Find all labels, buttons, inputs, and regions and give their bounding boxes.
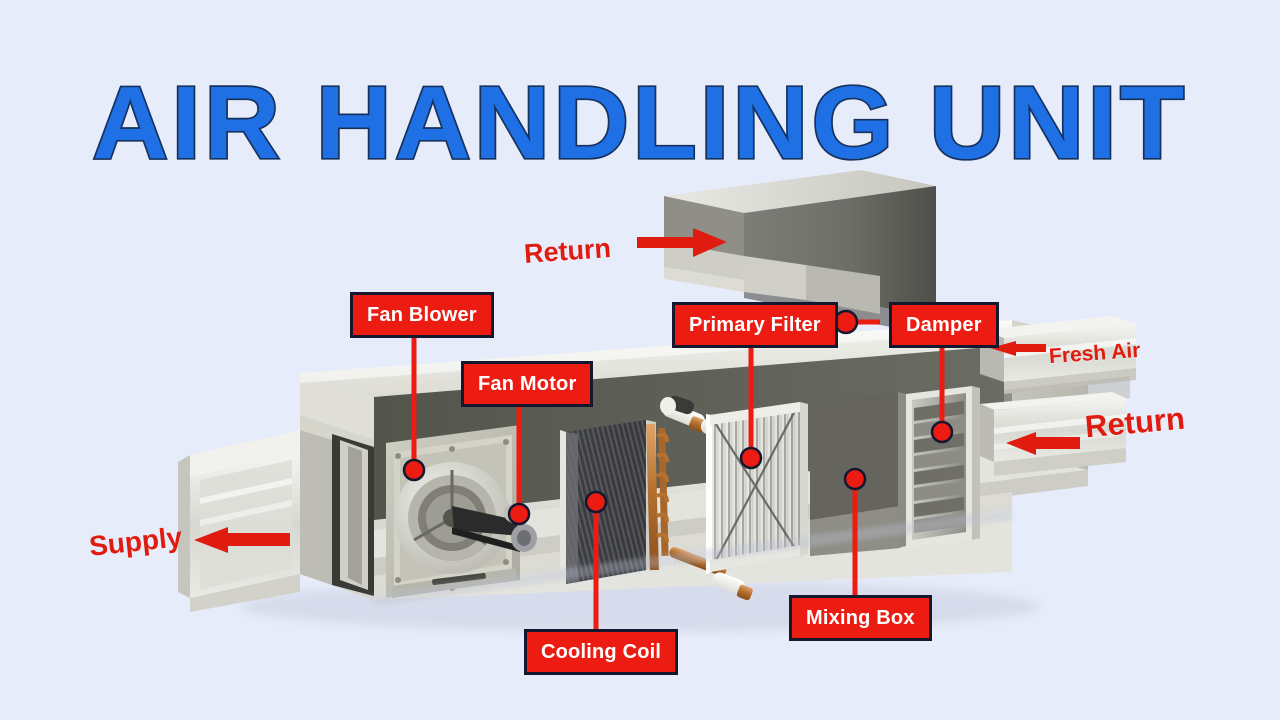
- callout-mixing-box-label: Mixing Box: [806, 607, 915, 629]
- callout-cooling-coil[interactable]: Cooling Coil: [524, 629, 679, 675]
- dot-cooling-coil: [584, 490, 608, 514]
- callout-mixing-box[interactable]: Mixing Box: [789, 595, 932, 641]
- callout-damper-label: Damper: [906, 314, 982, 336]
- callout-fan-blower-label: Fan Blower: [367, 304, 477, 326]
- dot-fan-motor: [507, 502, 531, 526]
- primary-filter-assembly: [706, 402, 808, 574]
- callout-cooling-coil-label: Cooling Coil: [541, 641, 662, 663]
- callout-fan-blower[interactable]: Fan Blower: [350, 292, 494, 338]
- flow-label-return-top: Return: [523, 233, 612, 269]
- arrow-return-right: [1006, 432, 1080, 455]
- flow-arrows: [194, 228, 1080, 553]
- supply-duct: [178, 430, 374, 612]
- return-air-plenum: [664, 170, 936, 336]
- arrow-supply: [194, 527, 290, 553]
- leader-dots: [402, 309, 954, 526]
- page-title: AIR HANDLING UNIT: [91, 66, 1188, 181]
- callout-damper[interactable]: Damper: [889, 302, 999, 348]
- dot-mixing-box: [843, 467, 867, 491]
- dot-fan-blower: [402, 458, 426, 482]
- callout-primary-filter[interactable]: Primary Filter: [672, 302, 838, 348]
- dot-damper-top: [833, 309, 859, 335]
- arrow-return-top: [637, 228, 727, 257]
- arrow-fresh-air: [990, 341, 1046, 356]
- callout-fan-motor[interactable]: Fan Motor: [461, 361, 594, 407]
- dot-damper: [930, 420, 954, 444]
- dot-primary-filter: [739, 446, 763, 470]
- callout-primary-filter-label: Primary Filter: [689, 314, 821, 336]
- callout-fan-motor-label: Fan Motor: [478, 373, 577, 395]
